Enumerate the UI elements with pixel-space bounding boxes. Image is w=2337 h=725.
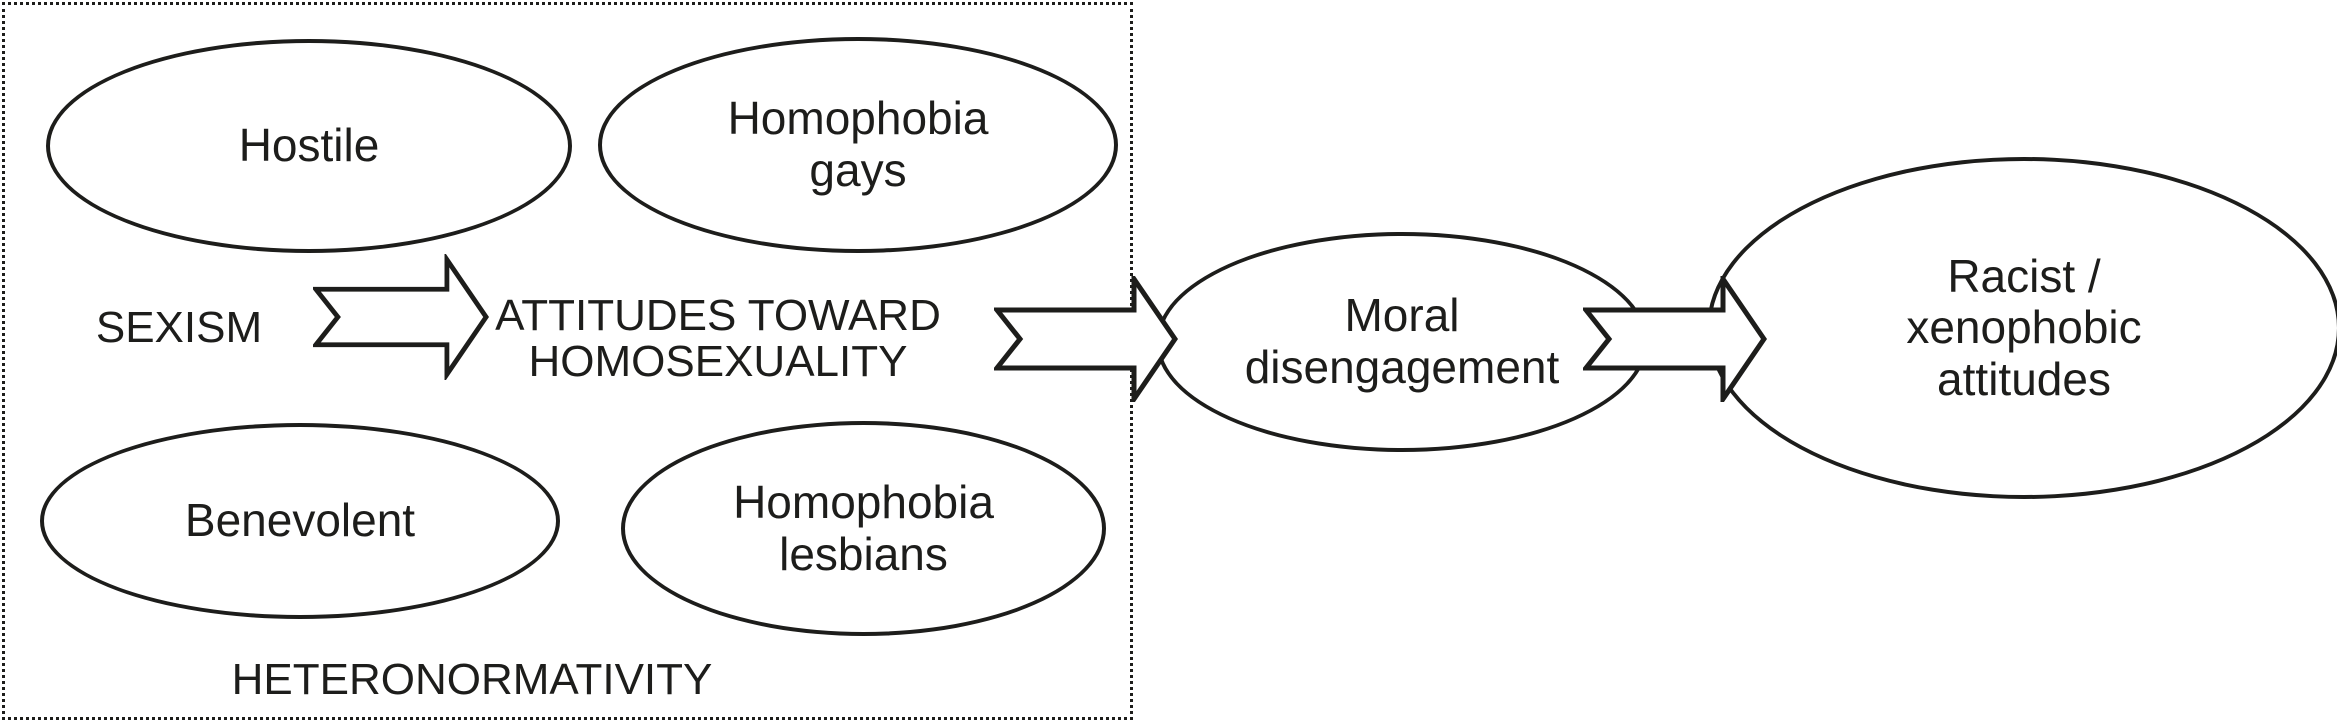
flow-arrow-icon-attitudes-to-moral (994, 276, 1178, 402)
flow-arrow-icon-sexism-to-attitudes (313, 254, 489, 380)
node-moral-disengagement: Moral disengagement (1156, 232, 1648, 452)
heteronormativity-label: HETERONORMATIVITY (231, 655, 713, 704)
node-benevolent: Benevolent (40, 423, 560, 619)
node-hostile: Hostile (46, 39, 572, 253)
attitudes-toward-homosexuality-label: ATTITUDES TOWARD HOMOSEXUALITY (495, 291, 941, 386)
node-homophobia-gays: Homophobia gays (598, 37, 1118, 253)
sexism-label: SEXISM (95, 303, 263, 352)
flow-arrow-icon-moral-to-racist (1583, 276, 1767, 402)
node-homophobia-lesbians: Homophobia lesbians (621, 421, 1106, 636)
node-racist-xenophobic-attitudes: Racist / xenophobic attitudes (1707, 157, 2337, 499)
